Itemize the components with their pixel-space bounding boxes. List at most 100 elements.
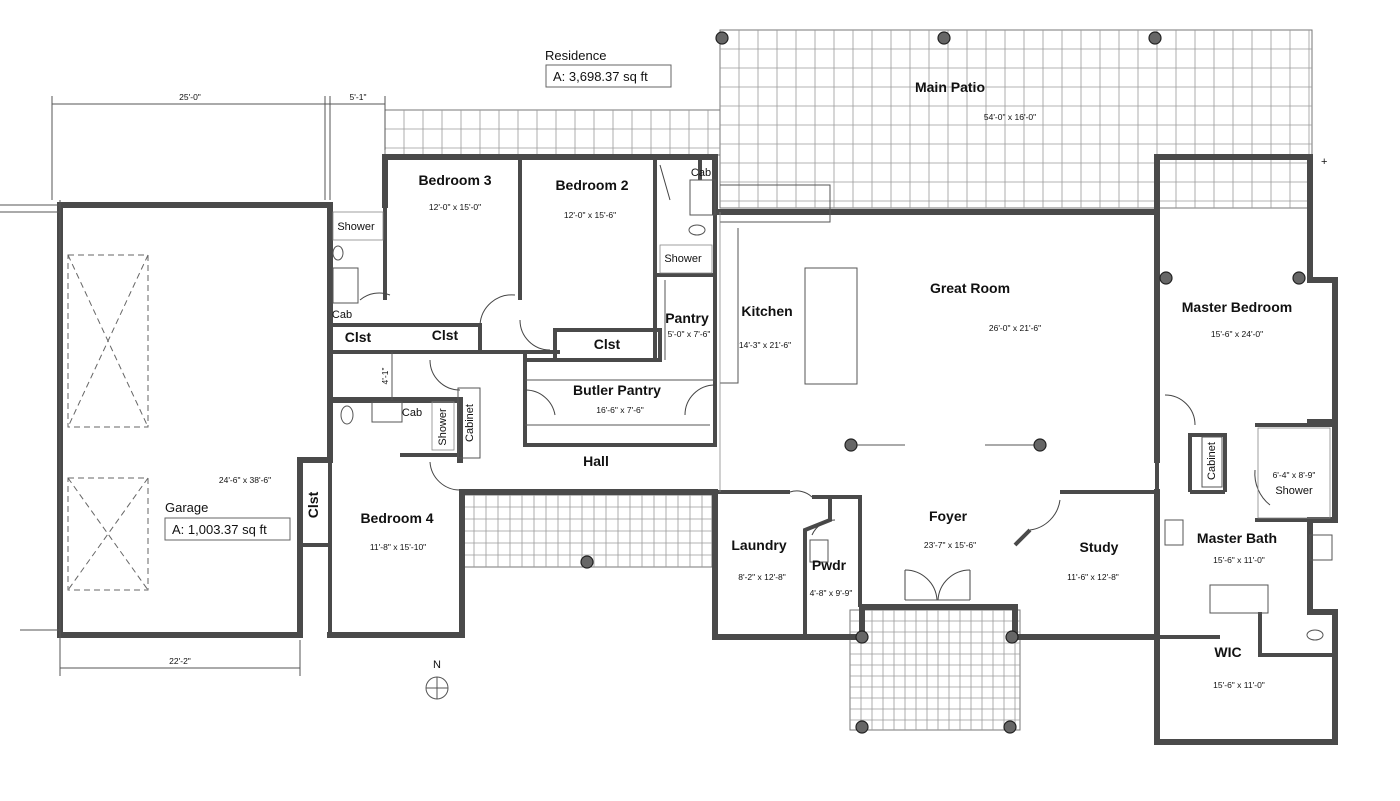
column-icon [1033, 438, 1047, 452]
room-size: 12'-0" x 15'-6" [564, 210, 616, 220]
cab-label: Cab [332, 309, 352, 321]
main-patio-tiling [384, 29, 1313, 209]
room-garage: 24'-6" x 38'-6" [219, 475, 271, 485]
garage-label: Garage [165, 500, 208, 515]
kitchen-island [804, 267, 858, 385]
master-shower-stall [1257, 427, 1331, 519]
room-size: 24'-6" x 38'-6" [219, 475, 271, 485]
room-size: 15'-6" x 24'-0" [1211, 329, 1263, 339]
shower-stall-bath2 [659, 244, 713, 274]
shower-label: Shower [664, 253, 702, 265]
column-icon [855, 720, 869, 734]
room-bedroom-3: Bedroom 3 12'-0" x 15'-0" [418, 172, 491, 212]
room-size: 15'-6" x 11'-0" [1213, 555, 1265, 565]
interior-walls [300, 160, 1335, 657]
toilet-icon [332, 245, 344, 261]
dim-garage-ext: 5'-1" [350, 92, 367, 102]
room-hall: Hall [583, 453, 609, 469]
cabinet-bath4 [457, 387, 481, 459]
room-great-room: Great Room 26'-0" x 21'-6" [930, 280, 1041, 333]
residence-area-value: A: 3,698.37 sq ft [553, 69, 648, 84]
room-name: Bedroom 4 [360, 510, 433, 526]
room-name: Bedroom 2 [555, 177, 628, 193]
garage-area-value: A: 1,003.37 sq ft [172, 522, 267, 537]
toilet-icon [688, 224, 706, 236]
room-name: WIC [1214, 644, 1241, 660]
room-name: Master Bedroom [1182, 299, 1292, 315]
residence-area-tag: Residence A: 3,698.37 sq ft [545, 48, 672, 88]
room-name: Shower [1275, 485, 1313, 497]
room-name: Butler Pantry [573, 382, 661, 398]
column-icon [1005, 630, 1019, 644]
room-name: Study [1080, 539, 1119, 555]
room-name: Master Bath [1197, 530, 1277, 546]
room-name: Foyer [929, 508, 968, 524]
toilet-icon [1306, 629, 1324, 641]
room-name: Hall [583, 453, 609, 469]
exterior-walls [327, 154, 1338, 745]
room-size: 11'-8" x 15'-10" [370, 542, 426, 552]
room-size: 11'-6" x 12'-8" [1067, 572, 1119, 582]
room-master-bedroom: Master Bedroom 15'-6" x 24'-0" [1182, 299, 1292, 339]
room-laundry: Laundry 8'-2" x 12'-8" [731, 537, 786, 582]
room-size: 5'-0" x 7'-6" [668, 329, 711, 339]
dimension-lines [51, 96, 393, 676]
garage-area [0, 200, 333, 640]
side-porch-tiling [461, 494, 713, 568]
sink-cab-bath3 [332, 267, 359, 304]
room-size: 12'-0" x 15'-0" [429, 202, 481, 212]
closet-label: Clst [345, 329, 372, 345]
room-name: Kitchen [741, 303, 792, 319]
shower-stall-bath4 [431, 401, 455, 451]
garage-area-tag: Garage A: 1,003.37 sq ft [164, 500, 291, 541]
kitchen-fixtures [525, 184, 1045, 492]
shower-stall-bath3 [332, 211, 384, 241]
dim-hall-gap: 4'-1" [380, 368, 390, 385]
master-sink-left [1164, 519, 1184, 546]
dim-garage-width: 25'-0" [179, 92, 201, 102]
room-master-bath: Master Bath 15'-6" x 11'-0" [1197, 530, 1277, 565]
residence-label: Residence [545, 48, 606, 63]
cabinet-master [1201, 436, 1223, 488]
room-name: Pwdr [812, 557, 847, 573]
sink-cab-bath2 [689, 179, 716, 216]
column-icon [1159, 271, 1173, 285]
sink-cab-bath4 [371, 401, 403, 423]
room-size: 8'-2" x 12'-8" [738, 572, 786, 582]
column-icon [844, 438, 858, 452]
column-icon [1003, 720, 1017, 734]
cab-label: Cab [691, 167, 711, 179]
room-size: 54'-0" x 16'-0" [984, 112, 1036, 122]
room-study: Study 11'-6" x 12'-8" [1067, 539, 1119, 582]
master-tub [1209, 584, 1269, 614]
room-foyer: Foyer 23'-7" x 15'-6" [924, 508, 976, 550]
room-bedroom-4: Bedroom 4 11'-8" x 15'-10" [360, 510, 433, 552]
room-wic: WIC 15'-6" x 11'-0" [1213, 644, 1265, 690]
room-butler-pantry: Butler Pantry 16'-6" x 7'-6" [573, 382, 661, 415]
shower-label: Shower [337, 221, 375, 233]
cabinet-label: Cabinet [464, 404, 476, 442]
room-main-patio: Main Patio 54'-0" x 16'-0" [915, 79, 1036, 122]
toilet-icon [340, 405, 354, 425]
shower-label: Shower [437, 408, 449, 446]
room-size: 23'-7" x 15'-6" [924, 540, 976, 550]
bath-fixtures [332, 179, 1333, 641]
column-icon [1292, 271, 1306, 285]
doors [359, 164, 1271, 601]
column-icon [1148, 31, 1162, 45]
dim-garage-bottom: 22'-2" [169, 656, 191, 666]
front-porch-tiling [849, 609, 1021, 731]
closet-label: Clst [594, 336, 621, 352]
cabinet-label: Cabinet [1206, 442, 1218, 480]
room-master-shower: 6'-4" x 8'-9" Shower [1273, 470, 1316, 497]
master-sink-right [1309, 534, 1333, 561]
room-name: Pantry [665, 310, 709, 326]
room-name: Main Patio [915, 79, 985, 95]
column-icon [855, 630, 869, 644]
room-pantry: Pantry 5'-0" x 7'-6" [665, 310, 710, 339]
room-name: Great Room [930, 280, 1010, 296]
room-size: 15'-6" x 11'-0" [1213, 680, 1265, 690]
column-icon [715, 31, 729, 45]
room-kitchen: Kitchen 14'-3" x 21'-6" [739, 303, 793, 350]
